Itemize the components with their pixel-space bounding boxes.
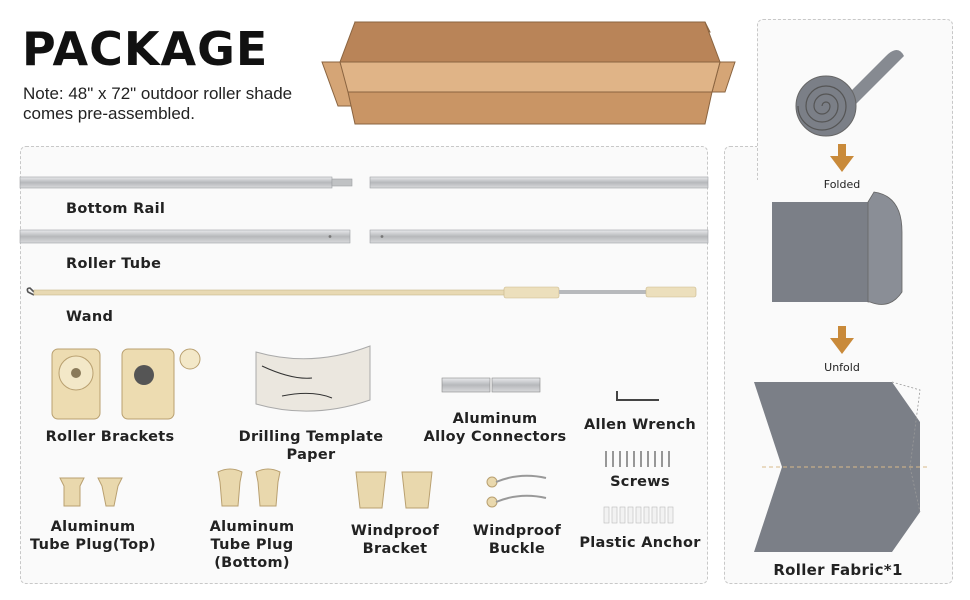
- note-line-1: Note: 48" x 72" outdoor roller shade: [23, 84, 293, 103]
- bottom-rail-image: [19, 176, 709, 189]
- windproof-bracket-line-2: Bracket: [362, 541, 428, 557]
- bottom-rail-label: Bottom Rail: [66, 201, 166, 217]
- plastic-anchor-label: Plastic Anchor: [579, 535, 701, 551]
- allen-wrench-image: [616, 391, 659, 401]
- note-line-2: comes pre-assembled.: [23, 104, 195, 123]
- tube-plug-top-label: Aluminum Tube Plug(Top): [26, 518, 160, 554]
- package-note: Note: 48" x 72" outdoor roller shade com…: [23, 84, 323, 124]
- fabric-roll-image: [795, 50, 904, 137]
- tube-plug-top-image: [59, 477, 123, 507]
- screws-image: [605, 451, 670, 467]
- windproof-buckle-line-1: Windproof: [472, 523, 562, 539]
- folded-fabric-image: [772, 191, 903, 305]
- roller-tube-image: [19, 229, 709, 244]
- tube-plug-bottom-image: [217, 468, 281, 507]
- tube-plug-bottom-label: Aluminum Tube Plug (Bottom): [174, 518, 330, 572]
- roller-brackets-image: [51, 348, 201, 420]
- wand-label: Wand: [66, 309, 114, 325]
- unfold-label: Unfold: [824, 361, 860, 374]
- connectors-label-line-1: Aluminum: [452, 411, 538, 427]
- down-arrow-icon: [830, 144, 854, 172]
- folded-label: Folded: [823, 178, 861, 191]
- drilling-template-label: Drilling Template Paper: [238, 429, 384, 463]
- windproof-bracket-label: Windproof Bracket: [340, 522, 450, 558]
- wand-image: [26, 286, 697, 299]
- roller-tube-label: Roller Tube: [66, 256, 162, 272]
- windproof-bracket-line-1: Windproof: [350, 523, 440, 539]
- allen-wrench-label: Allen Wrench: [584, 417, 696, 433]
- roller-fabric-label: Roller Fabric*1: [773, 561, 903, 579]
- connectors-image: [441, 377, 541, 393]
- unfolded-fabric-image: [754, 381, 930, 552]
- tube-plug-bottom-line-2: Tube Plug (Bottom): [210, 537, 294, 571]
- shipping-box-image: [321, 21, 736, 125]
- plastic-anchor-image: [603, 506, 674, 524]
- screws-label: Screws: [610, 474, 670, 490]
- connectors-label: Aluminum Alloy Connectors: [420, 410, 570, 446]
- page-title: PACKAGE: [22, 22, 269, 76]
- windproof-bracket-image: [355, 471, 433, 509]
- connectors-label-line-2: Alloy Connectors: [423, 429, 567, 445]
- windproof-buckle-label: Windproof Buckle: [462, 522, 572, 558]
- drilling-template-image: [255, 345, 371, 412]
- tube-plug-top-line-1: Aluminum: [50, 519, 136, 535]
- tube-plug-bottom-line-1: Aluminum: [209, 519, 295, 535]
- windproof-buckle-image: [486, 474, 547, 508]
- down-arrow-icon: [830, 326, 854, 354]
- windproof-buckle-line-2: Buckle: [488, 541, 546, 557]
- tube-plug-top-line-2: Tube Plug(Top): [30, 537, 156, 553]
- roller-brackets-label: Roller Brackets: [45, 429, 175, 445]
